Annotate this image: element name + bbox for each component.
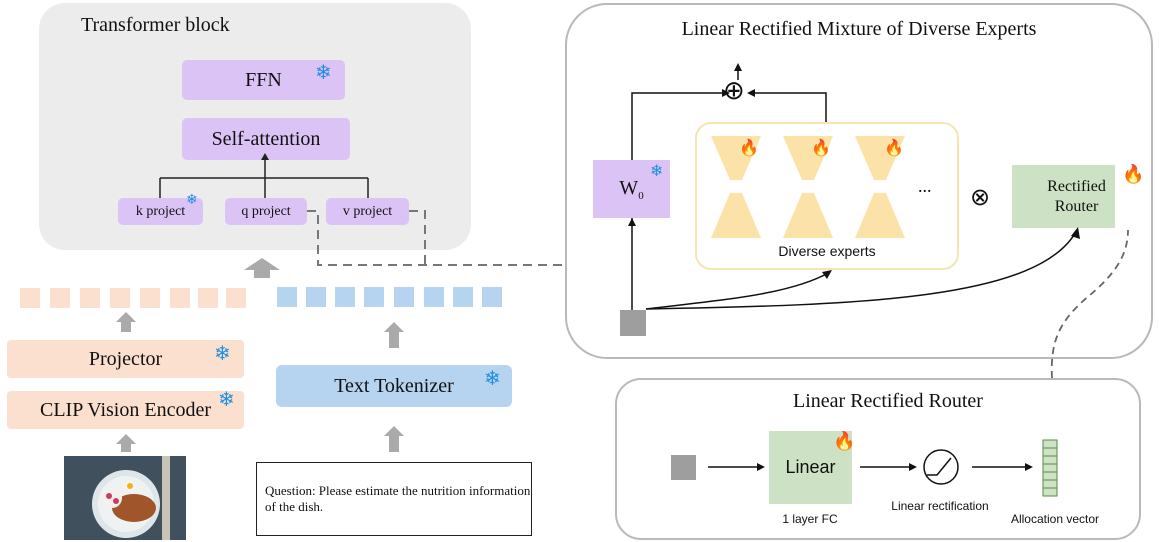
self-attention-box[interactable]: Self-attention [182, 118, 350, 160]
more-experts-ellipsis: ... [918, 176, 932, 196]
self-attention-label: Self-attention [211, 127, 321, 150]
snowflake-icon: ❄ [650, 161, 664, 180]
text-tokenizer-box[interactable]: Text Tokenizer [276, 365, 512, 407]
image-token [110, 288, 130, 308]
question-text: Question: Please estimate the nutrition … [265, 483, 531, 514]
flame-icon: 🔥 [884, 138, 904, 157]
image-token [226, 288, 246, 308]
text-token [335, 287, 355, 307]
allocation-caption: Allocation vector [1010, 512, 1100, 526]
snowflake-icon: ❄ [186, 192, 198, 208]
ffn-label: FFN [245, 68, 282, 91]
q-project-box[interactable]: q project [225, 198, 307, 225]
snowflake-icon: ❄ [218, 387, 235, 411]
router-panel [615, 378, 1141, 540]
image-token [50, 288, 70, 308]
ffn-box[interactable]: FFN [182, 60, 345, 100]
image-token [80, 288, 100, 308]
clip-vision-encoder-box[interactable]: CLIP Vision Encoder [7, 391, 244, 429]
image-token [170, 288, 190, 308]
text-token [364, 287, 384, 307]
fc-caption: 1 layer FC [782, 512, 838, 526]
image-token [198, 288, 218, 308]
clip-vision-encoder-label: CLIP Vision Encoder [39, 398, 211, 421]
v-project-box[interactable]: v project [326, 198, 409, 225]
image-token [140, 288, 160, 308]
flame-icon: 🔥 [1122, 164, 1145, 185]
rectification-icon [923, 449, 959, 485]
w0-box[interactable]: W0 [593, 160, 670, 218]
snowflake-icon: ❄ [214, 341, 231, 365]
transformer-block-title: Transformer block [81, 14, 230, 36]
linear-fc-box[interactable]: Linear [769, 431, 852, 504]
diverse-experts-label: Diverse experts [778, 243, 876, 259]
snowflake-icon: ❄ [315, 60, 332, 84]
add-operator: ⊕ [723, 76, 745, 106]
v-project-label: v project [342, 203, 393, 219]
question-box[interactable]: Question: Please estimate the nutrition … [256, 462, 532, 536]
text-token [453, 287, 473, 307]
w0-label: W0 [619, 176, 644, 202]
flame-icon: 🔥 [739, 138, 759, 157]
rectification-caption: Linear rectification [891, 499, 989, 513]
image-token [20, 288, 40, 308]
text-token [277, 287, 297, 307]
router-panel-title: Linear Rectified Router [793, 390, 983, 412]
multiply-operator: ⊗ [970, 183, 991, 211]
text-tokenizer-label: Text Tokenizer [334, 374, 454, 397]
rectified-router-box[interactable]: Rectified Router [1012, 165, 1115, 228]
text-token [424, 287, 444, 307]
projector-box[interactable]: Projector [7, 340, 244, 378]
dish-image [64, 456, 186, 540]
k-project-label: k project [135, 203, 186, 219]
flame-icon: 🔥 [833, 431, 856, 452]
text-token [394, 287, 414, 307]
k-project-box[interactable]: k project [118, 198, 203, 225]
snowflake-icon: ❄ [484, 366, 501, 390]
moe-title: Linear Rectified Mixture of Diverse Expe… [681, 18, 1037, 40]
moe-panel [565, 3, 1153, 359]
rectified-router-label: Rectified Router [1047, 177, 1106, 215]
text-token [306, 287, 326, 307]
router-input-token [671, 455, 696, 480]
flame-icon: 🔥 [811, 138, 831, 157]
text-token [482, 287, 502, 307]
q-project-label: q project [241, 203, 291, 219]
projector-label: Projector [88, 347, 163, 370]
input-token [620, 310, 646, 336]
linear-label: Linear [785, 457, 836, 477]
